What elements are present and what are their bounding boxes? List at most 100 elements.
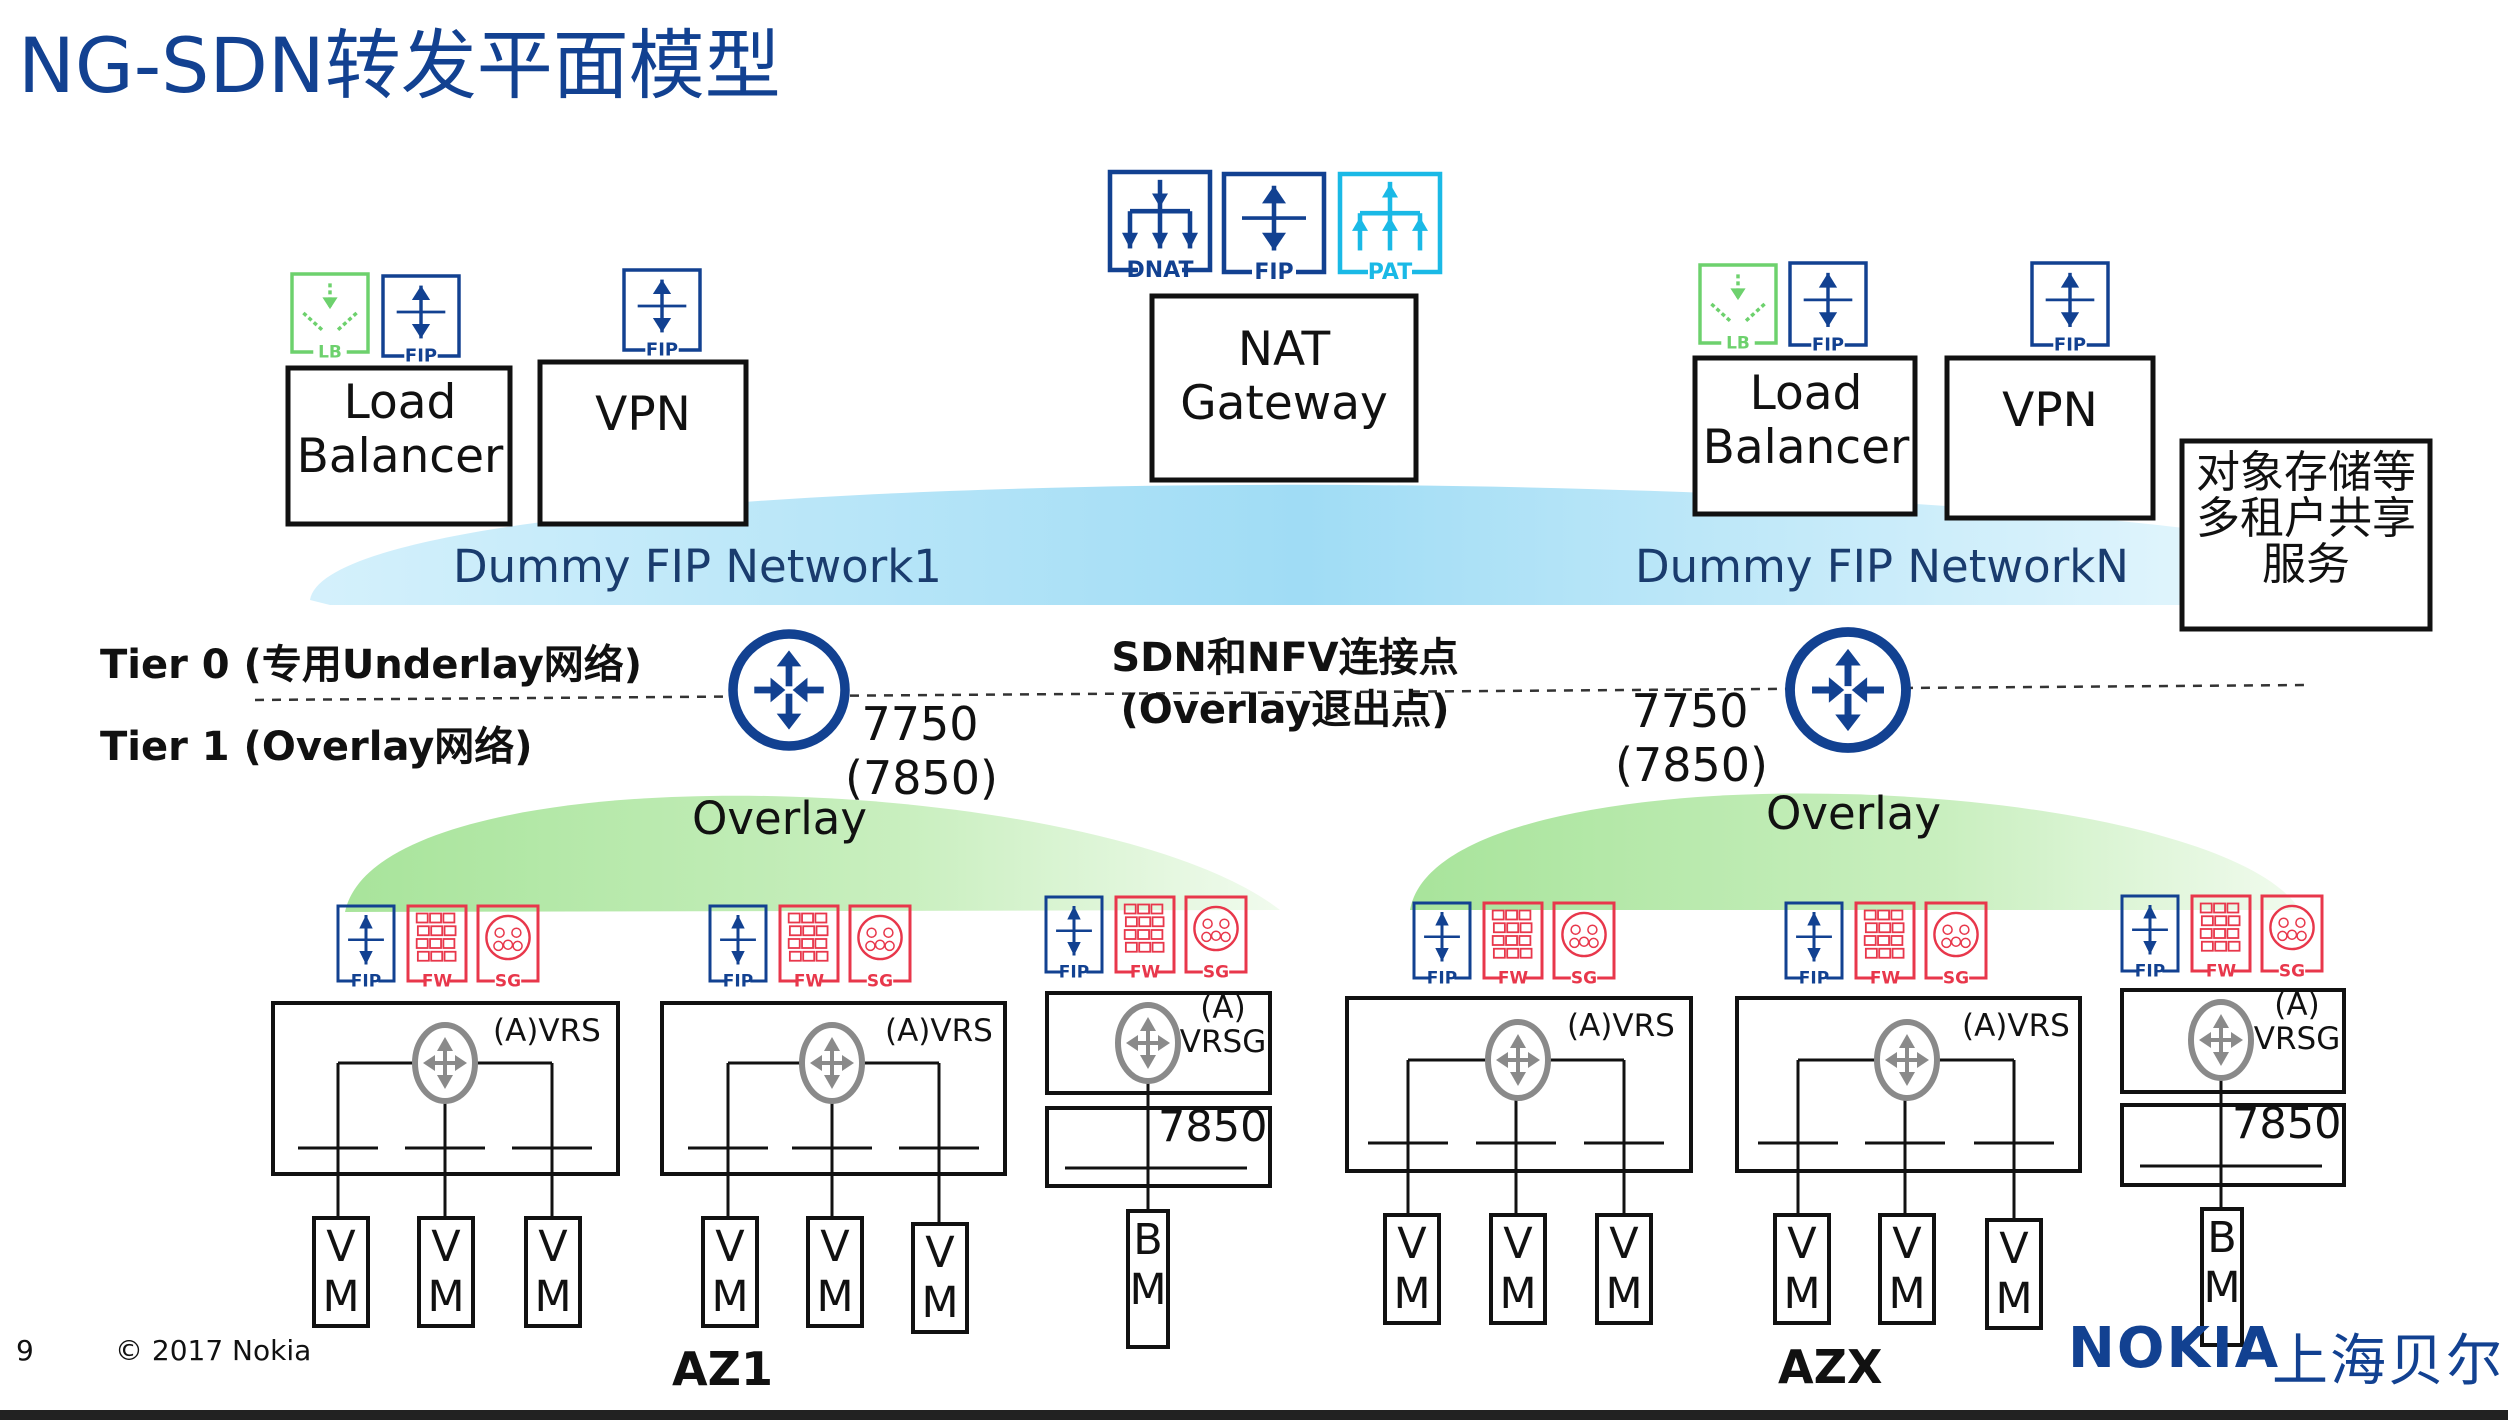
vrsg-label: (A) VRSG [1179,990,1267,1060]
availability-zone-az1: AZ1 [672,1342,773,1396]
icon-label: SG [2279,961,2305,981]
fip-icon: FIP [1044,895,1104,982]
vm-box [1773,1213,1831,1325]
icon-label: FIP [723,971,753,991]
vm-label: V M [1888,1219,1926,1319]
load-balancer-box-right [1692,355,1918,517]
vm-label: V M [1995,1224,2033,1324]
load-balancer-label: Load Balancer [296,375,504,484]
icon-label: LB [318,342,342,362]
page-number: 9 [16,1334,34,1367]
vm-label: V M [921,1228,959,1328]
icon-label: FW [1870,968,1901,988]
icon-label: FIP [2054,335,2086,356]
vrs-router-icon [1115,1002,1181,1084]
icon-label: FIP [2135,961,2165,981]
bottom-bar [0,1410,2508,1420]
fip-icon: FIP [1784,901,1844,988]
sg-icon: SG [1552,901,1616,988]
vrs-router-icon [1874,1019,1940,1101]
vrs-label: (A)VRS [1962,1008,2070,1044]
availability-zone-azx: AZX [1778,1340,1883,1394]
vm-box [911,1222,969,1334]
sg-icon: SG [2260,894,2324,981]
fw-icon: FW [778,904,840,991]
icon-label: FW [422,971,453,991]
icon-label: FIP [1254,260,1293,285]
fip-icon: FIP [2030,261,2110,356]
icon-label: SG [1571,968,1597,988]
overlay-cloud-az1 [345,795,1280,912]
router-model-label: 7750 (7850) [1615,684,1768,792]
tier-0-label: Tier 0 (专用Underlay网络) [100,642,643,688]
copyright: © 2017 Nokia [115,1334,312,1367]
overlay-label: Overlay [692,792,867,845]
fip-icon: FIP [336,904,396,991]
vm-box [312,1216,370,1328]
icon-label: FIP [646,340,678,361]
vm-box [1595,1213,1653,1325]
fip-icon: FIP [1788,261,1868,356]
core-router-icon [1785,627,1911,753]
gateway-7850-label: 7850 [1158,1102,1268,1152]
vm-box [417,1216,475,1328]
sg-icon: SG [476,904,540,991]
icon-label: SG [867,971,893,991]
sg-icon: SG [848,904,912,991]
sg-icon: SG [1184,895,1248,982]
icon-label: FIP [1427,968,1457,988]
network-name-left: Dummy FIP Network1 [453,540,942,593]
fw-icon: FW [406,904,468,991]
vrs-router-icon [1485,1019,1551,1101]
shared-storage-label: 对象存储等 多租户共享 服务 [2196,447,2416,590]
vm-label: V M [322,1222,360,1322]
vm-box [1383,1213,1441,1325]
icon-label: SG [495,971,521,991]
sg-icon: SG [1924,901,1988,988]
tier-divider [254,683,2311,702]
icon-label: LB [1726,333,1750,353]
vrsg-label: (A) VRSG [2253,987,2341,1057]
load-balancer-label: Load Balancer [1702,366,1910,475]
icon-label: FW [1498,968,1529,988]
nat-gateway-label: NAT Gateway [1180,322,1388,431]
load-balancer-box-left [285,365,513,527]
vpn-box-left [537,359,749,527]
icon-label: FIP [405,346,437,367]
bm-box [2200,1207,2244,1347]
tier-1-label: Tier 1 (Overlay网络) [100,724,533,770]
vm-label: V M [534,1222,572,1322]
vm-box [1489,1213,1547,1325]
sdn-nfv-connection-label: SDN和NFV连接点 (Overlay退出点) [1111,635,1459,733]
icon-label: SG [1203,962,1229,982]
vm-box [701,1216,759,1328]
pat-icon: PAT [1337,171,1443,285]
vrs-router-icon [2188,999,2254,1081]
gateway-7850-box [2120,1103,2346,1187]
fw-icon: FW [1114,895,1176,982]
overlay-cloud-azx [1410,793,2300,910]
vrs-router-icon [799,1022,865,1104]
fip-icon: FIP [2120,894,2180,981]
network-name-right: Dummy FIP NetworkN [1635,540,2129,593]
vm-label: V M [427,1222,465,1322]
lb-icon: LB [1698,263,1778,353]
vm-box [1878,1213,1936,1325]
vm-box [524,1216,582,1328]
nat-gateway-box [1149,293,1419,483]
vm-label: V M [816,1222,854,1322]
router-model-label: 7750 (7850) [845,697,998,805]
vm-label: V M [1783,1219,1821,1319]
vpn-box-right [1944,355,2156,521]
icon-label: PAT [1368,260,1412,285]
fip-icon: FIP [622,268,702,361]
bm-label: B M [1129,1215,1167,1315]
vrs-router-icon [412,1022,478,1104]
bm-box [1126,1209,1170,1349]
icon-label: FW [1130,962,1161,982]
fip-icon: FIP [1221,171,1327,285]
icon-label: DNAT [1127,258,1194,283]
lb-icon: LB [290,272,370,362]
fip-icon: FIP [381,274,461,367]
